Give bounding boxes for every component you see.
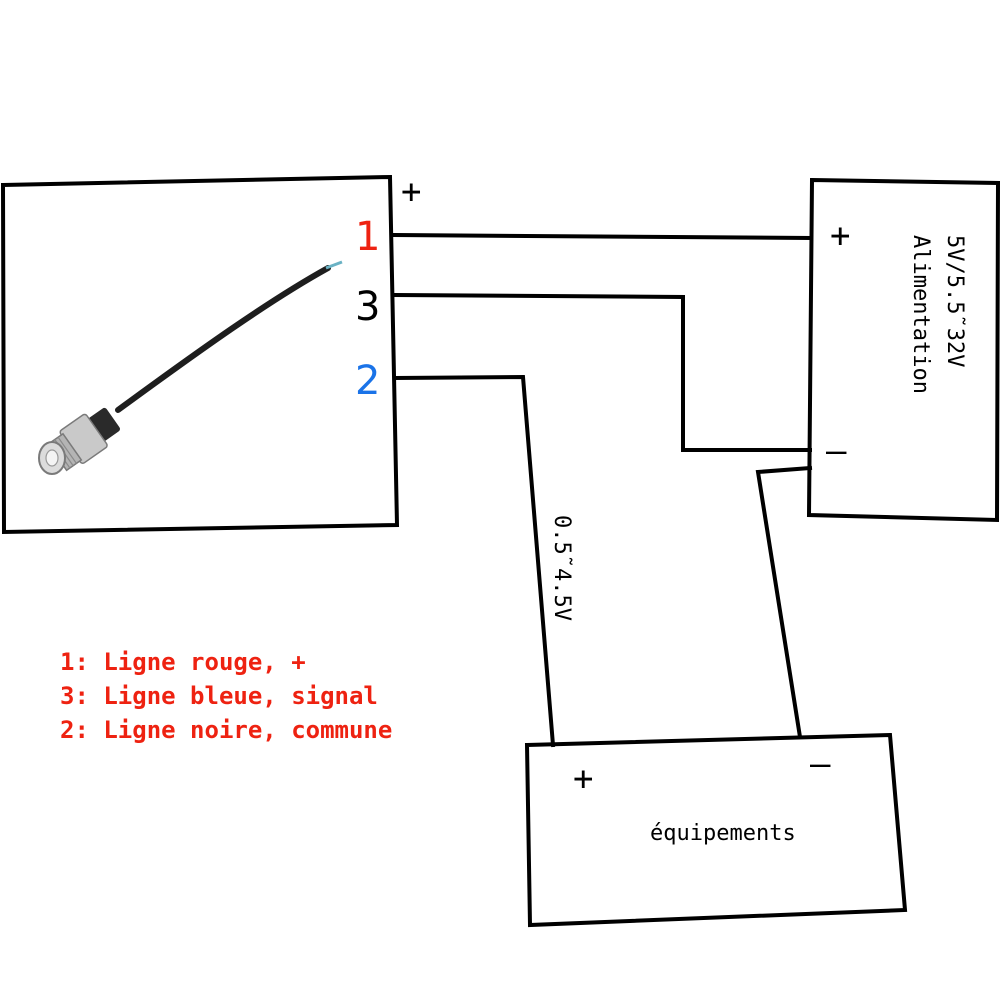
supply-minus-sign: — xyxy=(826,431,847,471)
sensor-cable xyxy=(115,265,331,413)
wire-pin2-to-equipment-plus xyxy=(392,374,556,748)
wire-tip xyxy=(325,260,343,270)
legend: 1: Ligne rouge, + 3: Ligne bleue, signal… xyxy=(60,648,392,744)
pin-3-label: 3 xyxy=(355,284,380,330)
equipment-minus-sign: — xyxy=(810,744,831,784)
pressure-sensor-image xyxy=(38,260,343,475)
sensor-box xyxy=(0,174,400,535)
equipment-plus-sign: + xyxy=(573,759,593,799)
supply-name-label: Alimentation xyxy=(908,235,933,394)
supply-voltage-label: 5V/5.5˜32V xyxy=(942,235,967,367)
pin-2-label: 2 xyxy=(355,358,380,404)
equipment-label: équipements xyxy=(650,821,796,846)
power-supply-box xyxy=(806,177,1001,523)
legend-line-3: 2: Ligne noire, commune xyxy=(60,716,392,744)
supply-plus-sign: + xyxy=(830,216,850,256)
legend-line-2: 3: Ligne bleue, signal xyxy=(60,682,378,710)
pin-1-label: 1 xyxy=(355,214,380,260)
signal-range-label: 0.5˜4.5V xyxy=(549,515,574,621)
equipment-box xyxy=(524,732,908,928)
wire-pin3-to-supply-minus xyxy=(392,292,812,452)
wire-pin1-to-supply-plus xyxy=(392,232,813,241)
sensor-plus-sign: + xyxy=(401,172,421,212)
legend-line-1: 1: Ligne rouge, + xyxy=(60,648,306,676)
wire-supply-minus-to-equipment-minus xyxy=(755,465,813,740)
